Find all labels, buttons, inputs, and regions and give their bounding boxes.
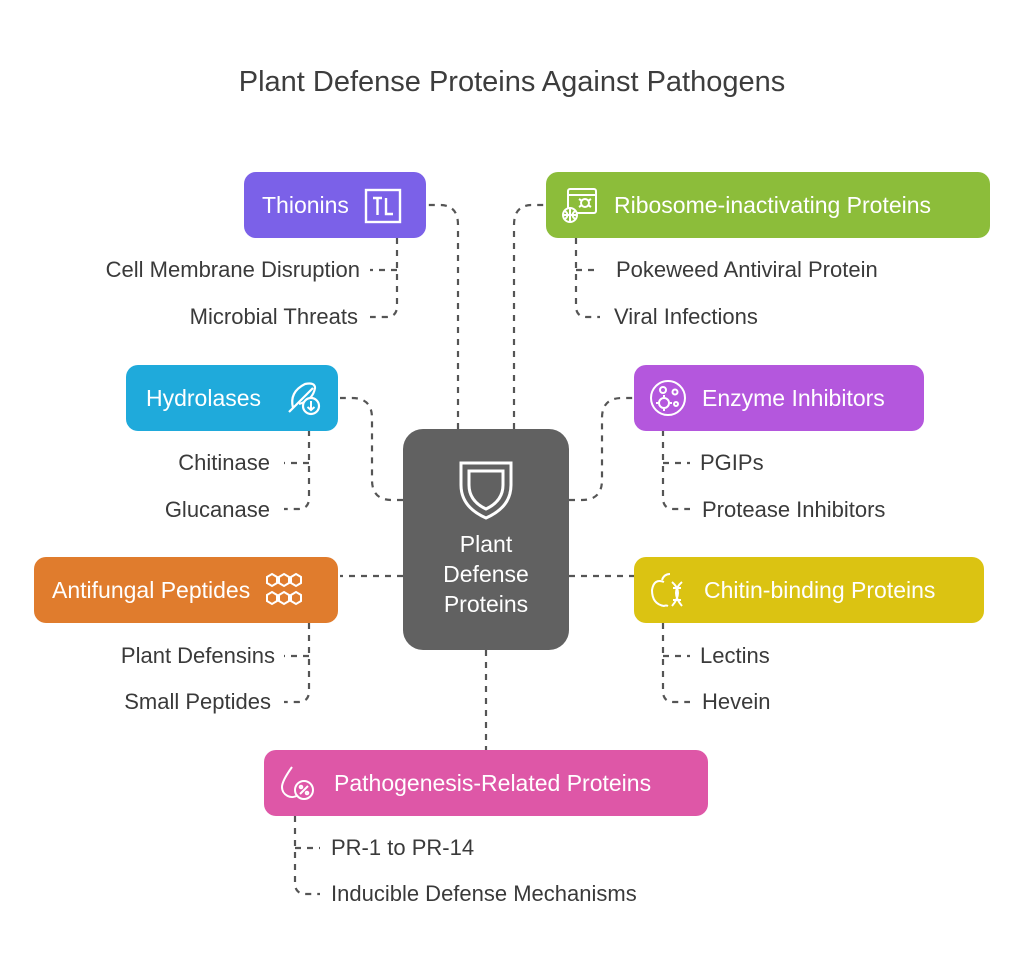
node-chitin: Chitin-binding Proteins — [634, 557, 984, 623]
node-hydrolases-label: Hydrolases — [146, 384, 262, 411]
connector-hydrolases — [340, 396, 403, 502]
antifungal-item-2: Small Peptides — [124, 689, 271, 714]
connector-pathogenesis-items — [293, 816, 320, 896]
ribosome-item-2: Viral Infections — [614, 304, 758, 329]
drop-percent-icon — [278, 763, 318, 803]
hydrolases-item-2: Glucanase — [164, 497, 270, 522]
shield-icon — [459, 461, 513, 520]
diagram-title: Plant Defense Proteins Against Pathogens — [238, 66, 786, 98]
node-enzyme-label: Enzyme Inhibitors — [702, 384, 885, 411]
node-chitin-label: Chitin-binding Proteins — [704, 576, 936, 603]
connector-thionins-items — [370, 238, 399, 319]
connector-hydrolases-items — [284, 430, 311, 511]
center-node: Plant Defense Proteins — [403, 429, 569, 650]
connector-ribosome — [512, 203, 546, 429]
enzyme-item-2: Protease Inhibitors — [702, 497, 886, 522]
ribosome-item-1: Pokeweed Antiviral Protein — [616, 257, 878, 282]
thionins-item-1: Cell Membrane Disruption — [105, 257, 360, 282]
antifungal-item-1: Plant Defensins — [120, 643, 275, 668]
node-hydrolases: Hydrolases — [126, 365, 338, 431]
chitin-item-1: Lectins — [700, 643, 770, 668]
node-pathogenesis-label: Pathogenesis-Related Proteins — [334, 769, 652, 796]
chitin-item-2: Hevein — [702, 689, 771, 714]
pathogenesis-item-2: Inducible Defense Mechanisms — [331, 881, 637, 906]
connector-enzyme — [569, 396, 634, 502]
connector-chitin-items — [661, 623, 690, 704]
apple-dna-icon — [648, 570, 688, 610]
node-thionins: Thionins — [244, 172, 426, 238]
thionin-icon — [363, 185, 403, 225]
feather-down-icon — [283, 378, 323, 418]
node-ribosome: Ribosome-inactivating Proteins — [546, 172, 990, 238]
connector-enzyme-items — [661, 430, 690, 511]
virus-cell-icon — [648, 378, 688, 418]
node-thionins-label: Thionins — [262, 191, 349, 218]
thionins-item-2: Microbial Threats — [189, 304, 358, 329]
center-label: Plant Defense Proteins — [443, 531, 529, 617]
node-pathogenesis: Pathogenesis-Related Proteins — [264, 750, 708, 816]
connector-antifungal-items — [284, 623, 311, 704]
connector-thionins — [428, 203, 460, 429]
node-antifungal: Antifungal Peptides — [34, 557, 338, 623]
enzyme-item-1: PGIPs — [700, 450, 764, 475]
pathogenesis-item-1: PR-1 to PR-14 — [331, 835, 475, 860]
browser-bug-icon — [560, 185, 600, 225]
node-antifungal-label: Antifungal Peptides — [52, 576, 251, 603]
connector-ribosome-items — [574, 238, 600, 319]
hexagon-cluster-icon — [264, 570, 304, 610]
hydrolases-item-1: Chitinase — [178, 450, 270, 475]
node-ribosome-label: Ribosome-inactivating Proteins — [614, 191, 932, 218]
node-enzyme: Enzyme Inhibitors — [634, 365, 924, 431]
